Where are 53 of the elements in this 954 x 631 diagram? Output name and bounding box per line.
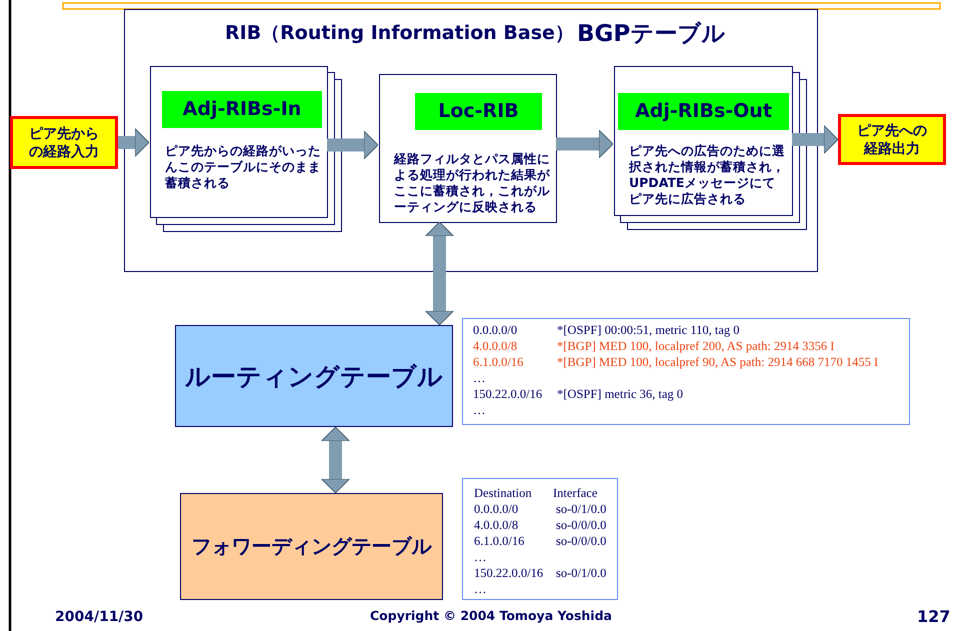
table-cell: *[BGP] MED 100, localpref 90, AS path: 2914 668 7170 1455 I xyxy=(557,354,878,370)
table-cell: so-0/0/0.0 xyxy=(556,517,606,533)
table-cell: *[BGP] MED 100, localpref 200, AS path: 2914 3356 I xyxy=(557,338,834,354)
table-name: Adj-RIBs-Out xyxy=(618,93,789,130)
table-name: Adj-RIBs-In xyxy=(162,91,322,128)
table-cell: … xyxy=(473,402,486,418)
frame-title: RIB（Routing Information Base） xyxy=(225,21,574,46)
table-cell: Destination xyxy=(474,485,532,501)
table-cell: so-0/1/0.0 xyxy=(556,501,606,517)
rib-frame xyxy=(124,9,818,272)
table-name: フォワーディングテーブル xyxy=(192,533,432,560)
block-arrow xyxy=(792,125,838,154)
block-arrow xyxy=(118,128,150,157)
table-cell: … xyxy=(473,370,486,386)
table-cell: 0.0.0.0/0 xyxy=(473,322,518,338)
table-cell: *[OSPF] metric 36, tag 0 xyxy=(557,386,684,402)
table-name: Loc-RIB xyxy=(415,93,542,130)
table-box xyxy=(180,493,443,600)
table-cell: 4.0.0.0/8 xyxy=(474,517,518,533)
description: 経路フィルタとパス属性による処理が行われた結果がここに蓄積され，これがルーティングに反映される xyxy=(394,151,550,215)
table-box xyxy=(175,325,453,427)
frame-title: BGPテーブル xyxy=(577,20,726,49)
table-cell: 6.1.0.0/16 xyxy=(473,354,524,370)
table-box xyxy=(379,74,557,223)
table-box xyxy=(150,66,328,218)
table-cell: so-0/1/0.0 xyxy=(556,565,606,581)
description: ピア先からの経路がいったんこのテーブルにそのまま蓄積される xyxy=(165,143,321,191)
table-cell: 150.22.0.0/16 xyxy=(474,565,544,581)
block-arrow xyxy=(321,426,350,494)
block-arrow xyxy=(425,222,454,326)
copyright-notice: Copyright © 2004 Tomoya Yoshida xyxy=(370,608,612,623)
block-arrow xyxy=(556,130,614,158)
table-cell: so-0/0/0.0 xyxy=(556,533,606,549)
block-arrow xyxy=(327,130,378,160)
io-label: ピア先への経路出力 xyxy=(856,122,928,158)
table-cell: 4.0.0.0/8 xyxy=(473,338,518,354)
table-box xyxy=(614,66,793,216)
io-box xyxy=(838,114,946,165)
table-cell: 0.0.0.0/0 xyxy=(474,501,518,517)
table-cell: *[OSPF] 00:00:51, metric 110, tag 0 xyxy=(557,322,740,338)
io-label: ピア先からの経路入力 xyxy=(28,124,100,160)
date-label: 2004/11/30 xyxy=(55,609,144,625)
table-cell: … xyxy=(474,549,486,565)
table-cell: … xyxy=(474,581,486,597)
page-number: 127 xyxy=(917,607,950,626)
table-cell: Interface xyxy=(553,485,598,501)
io-box xyxy=(10,116,118,169)
forwarding-listing xyxy=(462,478,618,600)
description: ピア先への広告のために選択された情報が蓄積され，UPDATEメッセージにてピア先に広告される xyxy=(629,143,786,207)
table-cell: 6.1.0.0/16 xyxy=(474,533,524,549)
route-listing xyxy=(462,318,910,425)
table-name: ルーティングテーブル xyxy=(185,360,443,392)
table-cell: 150.22.0.0/16 xyxy=(473,386,542,402)
